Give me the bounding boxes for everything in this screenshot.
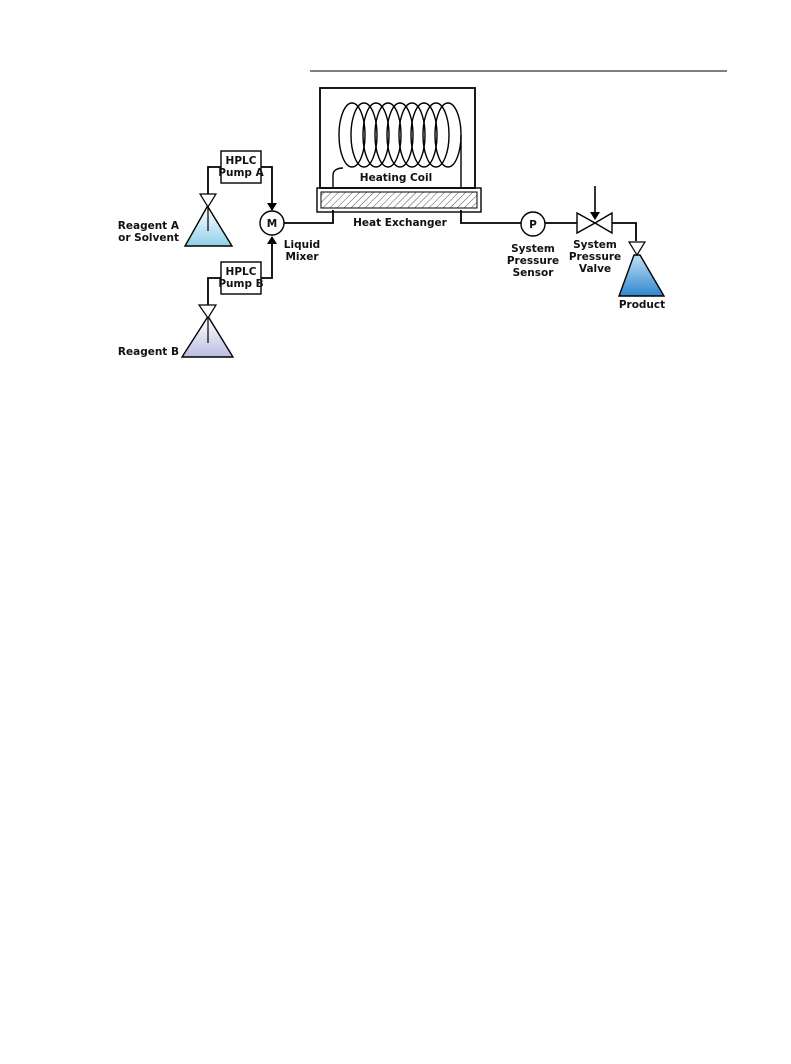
pressure-symbol: P [529,219,537,231]
heating-coil-label: Heating Coil [360,172,432,184]
pump-b-label-line1: HPLC [226,266,257,278]
pressure-valve-label-line3: Valve [579,263,611,275]
reagent-b-label: Reagent B [118,346,179,358]
product-label: Product [619,299,665,311]
liquid-mixer-label-line1: Liquid [284,239,320,251]
pressure-valve-label-line2: Pressure [569,251,621,263]
pressure-sensor-label-line2: Pressure [507,255,559,267]
heating-coil-windings [332,102,462,187]
mixer-symbol: M [267,218,277,230]
pressure-sensor-label-line3: Sensor [513,267,555,279]
pump-a-label-line1: HPLC [226,155,257,167]
reagent-a-label-line2: or Solvent [118,232,179,244]
pump-a-label-line2: Pump A [218,167,264,179]
reagent-a-flask-icon [183,193,234,247]
reagent-a-label-line1: Reagent A [118,220,180,232]
tubing [207,166,637,305]
pressure-valve-icon [576,211,613,235]
heat-exchanger-outer [316,187,482,213]
heat-exchanger-label: Heat Exchanger [353,217,448,229]
pump-b-label-line2: Pump B [218,278,263,290]
product-flask-icon [617,241,666,297]
pressure-sensor-label-line1: System [511,243,555,255]
liquid-mixer-label-line2: Mixer [285,251,319,263]
pressure-valve-label-line1: System [573,239,617,251]
reagent-b-flask-icon [180,304,235,358]
pressure-sensor-icon [520,211,546,237]
heat-exchanger-hatch [320,191,478,209]
